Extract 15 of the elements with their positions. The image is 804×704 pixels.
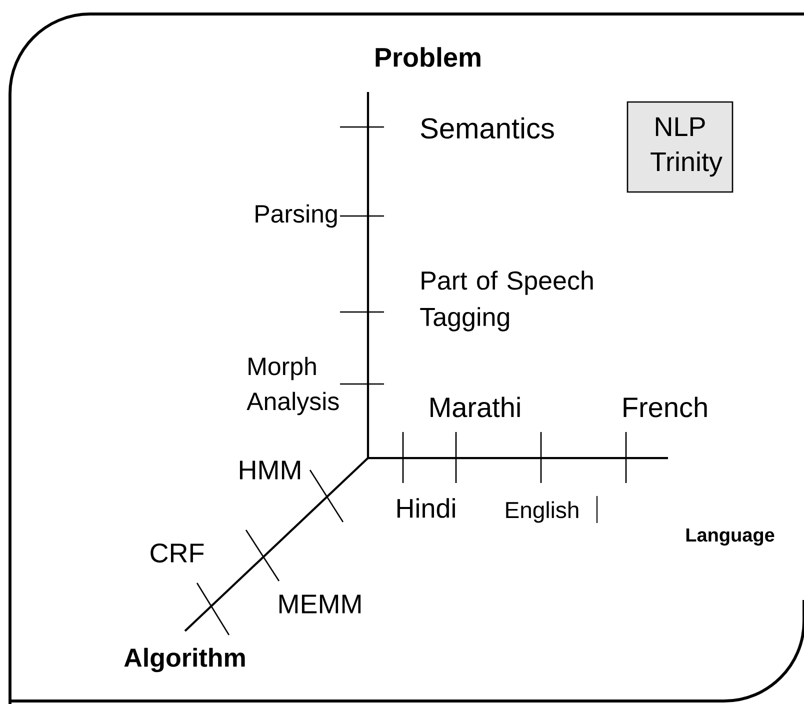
tick-label: Hindi xyxy=(397,498,455,518)
tick-label: English xyxy=(506,501,578,523)
tick-label: French xyxy=(624,396,707,418)
tick-label: Marathi xyxy=(430,396,520,418)
tick-label: HMM xyxy=(240,460,300,480)
tick-label: Part of Speech Tagging xyxy=(420,270,593,332)
title-box: NLP Trinity xyxy=(626,101,734,193)
tick-label: Semantics xyxy=(420,117,554,139)
axis-label: Problem xyxy=(376,47,480,67)
axis-label: Language xyxy=(686,528,774,546)
tick-label: Morph Analysis xyxy=(246,356,339,416)
tick-label: MEMM xyxy=(279,594,361,614)
tick-label: Parsing xyxy=(256,204,337,228)
tick-label: CRF xyxy=(150,543,204,563)
axis-label: Algorithm xyxy=(124,648,245,672)
